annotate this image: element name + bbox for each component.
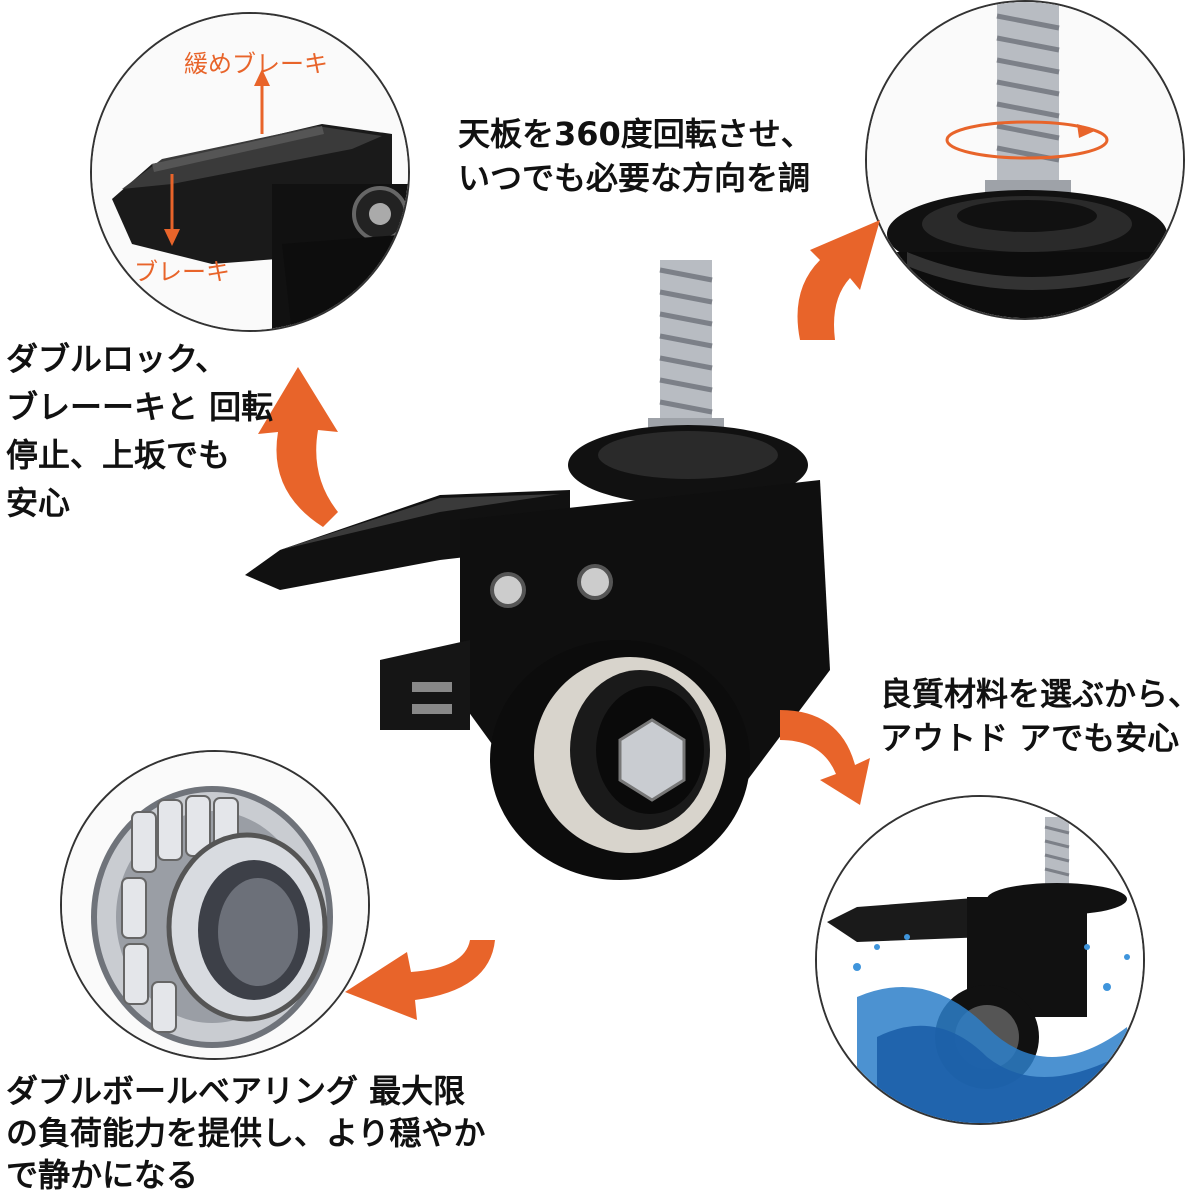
bearing-line-1: ダブルボールベアリング 最大限 (6, 1072, 466, 1110)
brake-label: ブレーキ (134, 258, 230, 286)
bearing-circle (60, 750, 370, 1060)
swivel-line-2: いつでも必要な方向を調 (458, 159, 811, 197)
water-caster-circle (815, 795, 1145, 1125)
curved-arrow-icon (345, 940, 495, 1020)
brake-closeup-circle: 緩めブレーキ ブレーキ (90, 12, 410, 332)
material-description: 良質材料を選ぶから、 アウトド アでも安心 (880, 672, 1200, 760)
curved-arrow-icon (797, 220, 880, 340)
bearing-line-2: の負荷能力を提供し、より穏やか (6, 1114, 486, 1152)
swivel-description: 天板を360度回転させ、 いつでも必要な方向を調 (458, 112, 813, 200)
curved-arrow-icon (780, 710, 870, 805)
brake-pedal-illustration (92, 14, 408, 330)
swivel-closeup-circle (865, 0, 1185, 320)
caster-wheel-illustration (245, 260, 830, 880)
lock-description: ダブルロック、 ブレーーキと 回転 停止、上坂でも 安心 (6, 335, 273, 527)
bearing-description: ダブルボールベアリング 最大限 の負荷能力を提供し、より穏やか で静かになる (6, 1070, 485, 1196)
lock-line-3: 停止、上坂でも (6, 436, 231, 474)
lock-line-4: 安心 (6, 484, 71, 522)
swivel-stem-illustration (867, 2, 1183, 318)
material-line-1: 良質材料を選ぶから、 (880, 675, 1200, 713)
swivel-line-1: 天板を360度回転させ、 (458, 115, 813, 153)
water-caster-illustration (817, 797, 1143, 1123)
bearing-illustration (62, 752, 368, 1058)
lock-line-2: ブレーーキと 回転 (6, 388, 274, 426)
lock-line-1: ダブルロック、 (6, 340, 228, 378)
curved-arrow-icon (258, 367, 338, 527)
material-line-2: アウトド アでも安心 (880, 719, 1180, 757)
bearing-line-3: で静かになる (6, 1156, 199, 1194)
swivel-arrow-icon (945, 120, 1109, 160)
release-brake-label: 緩めブレーキ (184, 50, 328, 78)
